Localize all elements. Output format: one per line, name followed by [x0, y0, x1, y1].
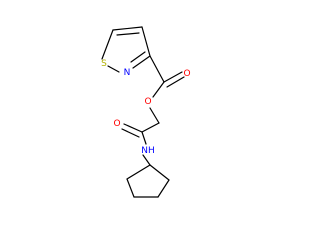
bond-c3-n2-inner — [130, 51, 146, 63]
atom-nitrogen-amide: NH — [141, 146, 155, 156]
bond-c4-c3 — [141, 26, 151, 57]
bond-camide-n1 — [141, 131, 147, 145]
bond-c3-ccarb — [149, 55, 165, 83]
bond-layer — [101, 26, 185, 198]
bond-n2-s1 — [107, 65, 120, 73]
atom-oxygen-ester: O — [144, 97, 151, 107]
bond-cp-1-2 — [149, 164, 170, 181]
atom-label-layer: S N O O O NH — [101, 59, 190, 156]
bond-s1-c5 — [101, 29, 114, 60]
bond-c3-n2 — [132, 55, 151, 69]
atom-nitrogen-ring: N — [124, 68, 131, 78]
bond-ccarb-o1-a — [163, 71, 183, 83]
bond-ch2-camide — [141, 122, 160, 133]
bond-cp-2-3 — [157, 179, 170, 198]
bond-ccarb-o1-b — [166, 76, 185, 88]
atom-oxygen-amide: O — [113, 119, 120, 129]
bond-o2-ch2 — [149, 107, 160, 124]
bond-cp-4-5 — [126, 178, 135, 198]
bond-c5-c4-inner — [116, 32, 140, 36]
molecule-diagram: S N O O O NH — [101, 26, 191, 198]
atom-sulfur: S — [101, 59, 107, 69]
structure-canvas: S N O O O NH — [101, 26, 191, 198]
atom-oxygen-carbonyl: O — [183, 69, 190, 79]
bond-ccarb-o2 — [152, 81, 165, 98]
bond-c5-c4 — [112, 26, 143, 31]
bond-camide-o3-a — [123, 123, 143, 133]
bond-camide-o3-b — [121, 128, 140, 138]
bond-n1-c1 — [142, 154, 151, 166]
bond-cp-5-1 — [126, 164, 151, 180]
